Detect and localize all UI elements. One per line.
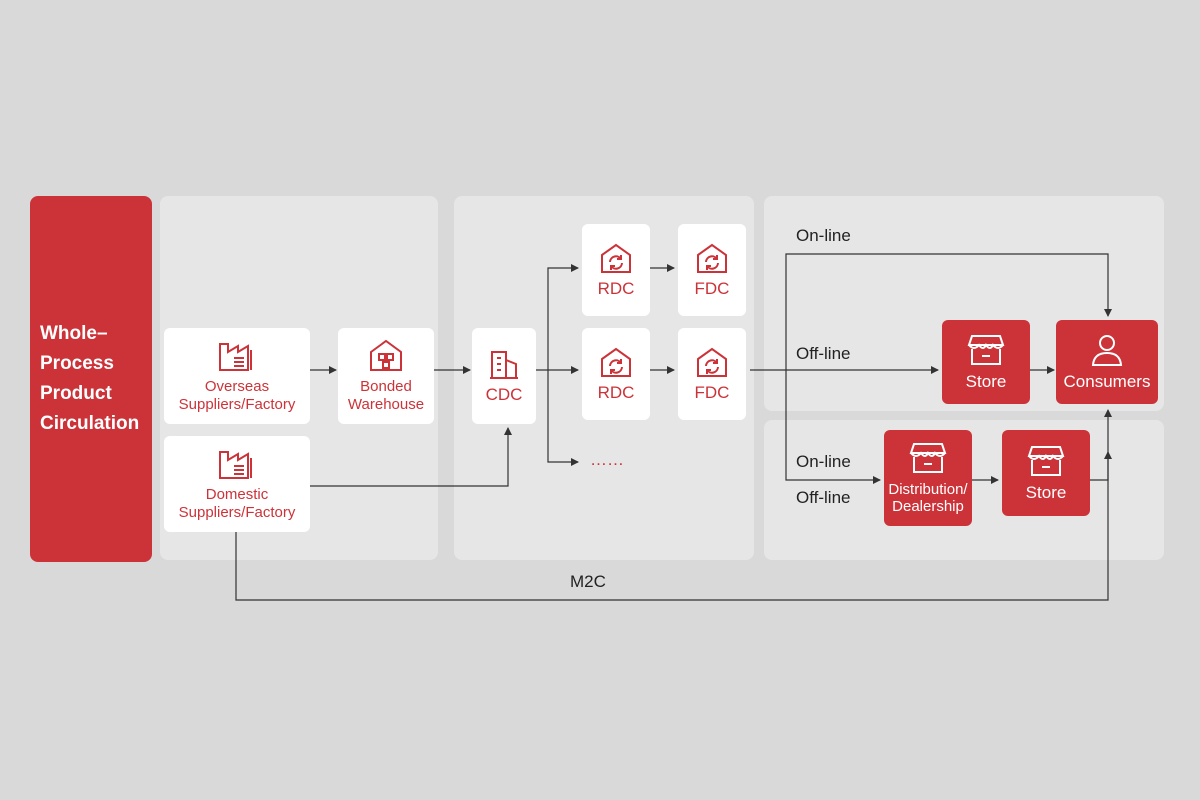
fdc-top-label: FDC [694, 279, 730, 298]
store-icon [1027, 446, 1065, 476]
distribution-label-1: Distribution/ [888, 481, 968, 498]
store-icon [909, 443, 947, 473]
rdc-mid-label: RDC [597, 383, 635, 402]
consumers-node[interactable]: Consumers [1056, 320, 1158, 404]
store-top-label: Store [965, 372, 1007, 391]
title-line-1: Whole– [40, 323, 108, 344]
arrow-m2c [235, 409, 1112, 601]
overseas-suppliers-node[interactable]: Overseas Suppliers/Factory [164, 328, 310, 424]
arrow-branch-rdc-top [547, 264, 579, 370]
refresh-house-icon [697, 243, 727, 273]
arrow-store-bottom-consumers [1090, 451, 1112, 481]
building-icon [490, 351, 518, 379]
rdc-top-node[interactable]: RDC [582, 224, 650, 316]
fdc-top-node[interactable]: FDC [678, 224, 746, 316]
rdc-mid-node[interactable]: RDC [582, 328, 650, 420]
factory-icon [219, 451, 252, 479]
domestic-suppliers-node[interactable]: Domestic Suppliers/Factory [164, 436, 310, 532]
consumers-label: Consumers [1063, 372, 1151, 391]
cdc-label: CDC [485, 385, 523, 404]
store-bottom-label: Store [1025, 483, 1067, 502]
arrow-domestic-cdc [310, 427, 512, 487]
m2c-label: M2C [570, 572, 606, 591]
online-label-bottom: On-line [796, 452, 851, 471]
process-title-block: Whole– Process Product Circulation [30, 196, 152, 562]
online-label-top: On-line [796, 226, 851, 245]
bonded-warehouse-node[interactable]: Bonded Warehouse [338, 328, 434, 424]
title-line-3: Product [40, 383, 112, 404]
title-line-4: Circulation [40, 413, 140, 434]
cdc-node[interactable]: CDC [472, 328, 536, 424]
factory-icon [219, 343, 252, 371]
arrow-branch-ellipsis [547, 370, 579, 466]
refresh-house-icon [601, 347, 631, 377]
refresh-house-icon [601, 243, 631, 273]
fdc-mid-node[interactable]: FDC [678, 328, 746, 420]
overseas-label-2: Suppliers/Factory [178, 396, 296, 413]
title-line-2: Process [40, 353, 114, 374]
offline-label-bottom: Off-line [796, 488, 851, 507]
bonded-label-1: Bonded [360, 378, 412, 395]
store-bottom-node[interactable]: Store [1002, 430, 1090, 516]
rdc-top-label: RDC [597, 279, 635, 298]
arrow-online-consumers [785, 253, 1112, 370]
more-nodes-ellipsis: …… [590, 450, 624, 469]
offline-label-top: Off-line [796, 344, 851, 363]
overseas-label-1: Overseas [204, 378, 270, 395]
store-top-node[interactable]: Store [942, 320, 1030, 404]
fdc-mid-label: FDC [694, 383, 730, 402]
bonded-label-2: Warehouse [347, 396, 425, 413]
domestic-label-1: Domestic [205, 486, 269, 503]
arrow-to-distribution [785, 370, 881, 484]
warehouse-icon [370, 339, 402, 371]
process-title: Whole– Process Product Circulation [40, 319, 139, 439]
store-icon [967, 335, 1005, 365]
distribution-dealership-node[interactable]: Distribution/ Dealership [884, 430, 972, 526]
refresh-house-icon [697, 347, 727, 377]
distribution-label-2: Dealership [892, 498, 964, 515]
person-icon [1091, 335, 1123, 366]
domestic-label-2: Suppliers/Factory [178, 504, 296, 521]
